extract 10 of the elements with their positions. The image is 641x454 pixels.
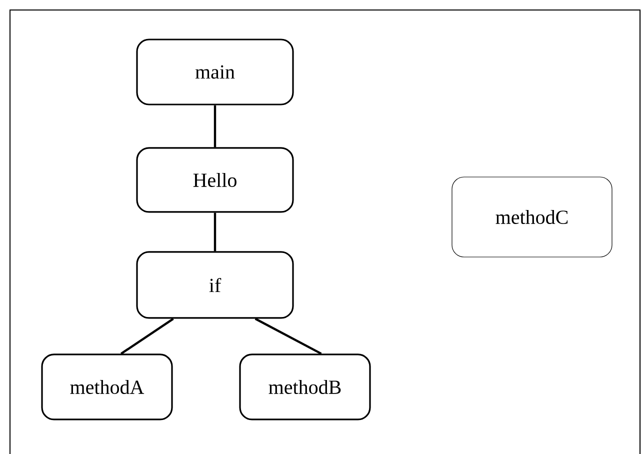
process-box: methodA: [41, 354, 173, 420]
process-box: if: [136, 251, 294, 319]
process-box: methodC: [452, 176, 612, 258]
process-box: methodB: [239, 354, 371, 420]
connector-line: [120, 318, 174, 355]
process-box: main: [136, 38, 294, 106]
connector-line: [254, 318, 322, 355]
process-box: Hello: [136, 147, 294, 213]
connector-line: [214, 212, 216, 252]
connector-line: [214, 105, 216, 148]
